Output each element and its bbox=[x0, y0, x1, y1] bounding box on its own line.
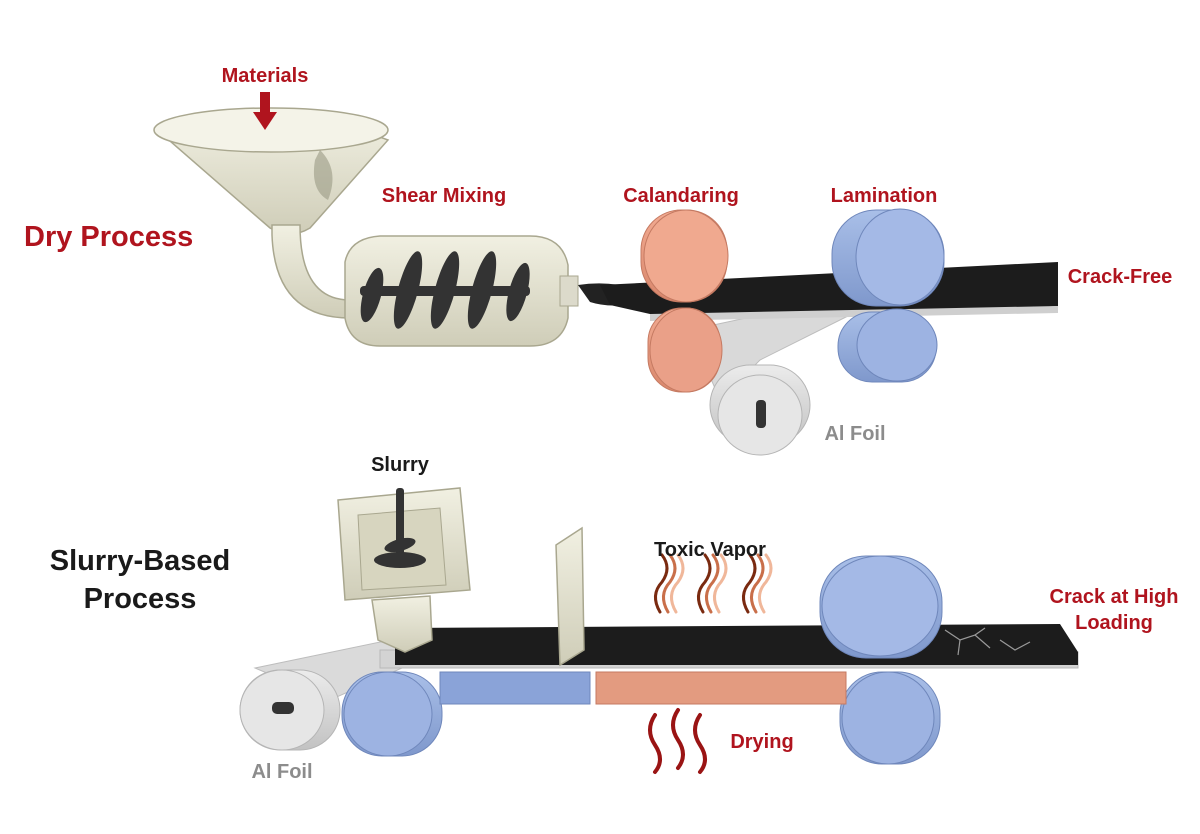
slurry-process-title-line2: Process bbox=[84, 583, 197, 615]
slurry-al-foil-label: Al Foil bbox=[251, 761, 312, 783]
hopper-funnel bbox=[153, 107, 390, 319]
slurry-tank bbox=[337, 487, 471, 653]
dry-al-foil-label: Al Foil bbox=[824, 423, 885, 445]
doctor-blade bbox=[555, 526, 585, 667]
blue-heater-plate bbox=[439, 671, 591, 705]
crack-free-label: Crack-Free bbox=[1068, 266, 1173, 288]
calandaring-label: Calandaring bbox=[623, 185, 739, 207]
dry-process-section bbox=[153, 92, 1058, 456]
slurry-foil-roll bbox=[239, 639, 422, 751]
drying-label: Drying bbox=[730, 731, 793, 753]
dry-electrode-film bbox=[578, 262, 1058, 321]
toxic-vapor-label: Toxic Vapor bbox=[654, 539, 766, 561]
crack-icon bbox=[944, 627, 1031, 656]
slurry-electrode-coating bbox=[395, 624, 1078, 665]
mixer-screw-icon bbox=[360, 251, 530, 329]
slurry-process-section bbox=[239, 487, 1079, 774]
bottom-rollers bbox=[341, 671, 941, 765]
dry-process-title: Dry Process bbox=[24, 221, 193, 253]
materials-arrow bbox=[253, 92, 277, 130]
dry-foil-roll bbox=[689, 299, 872, 456]
crack-high-loading-label-line2: Loading bbox=[1075, 612, 1153, 634]
slurry-stirrer-icon bbox=[374, 488, 426, 568]
lamination-rollers bbox=[831, 208, 945, 383]
shear-mixer bbox=[344, 235, 579, 347]
top-roller bbox=[819, 555, 943, 659]
slurry-process-title-line1: Slurry-Based bbox=[50, 545, 231, 577]
materials-label: Materials bbox=[222, 65, 309, 87]
slurry-label: Slurry bbox=[371, 454, 430, 476]
lamination-label: Lamination bbox=[831, 185, 938, 207]
toxic-vapor-icon bbox=[654, 553, 773, 614]
crack-high-loading-label-line1: Crack at High bbox=[1050, 586, 1179, 608]
drying-heater-plate bbox=[595, 671, 847, 705]
shear-mixing-label: Shear Mixing bbox=[382, 185, 506, 207]
calandaring-rollers bbox=[640, 209, 729, 393]
drying-heat-icon bbox=[648, 708, 707, 774]
